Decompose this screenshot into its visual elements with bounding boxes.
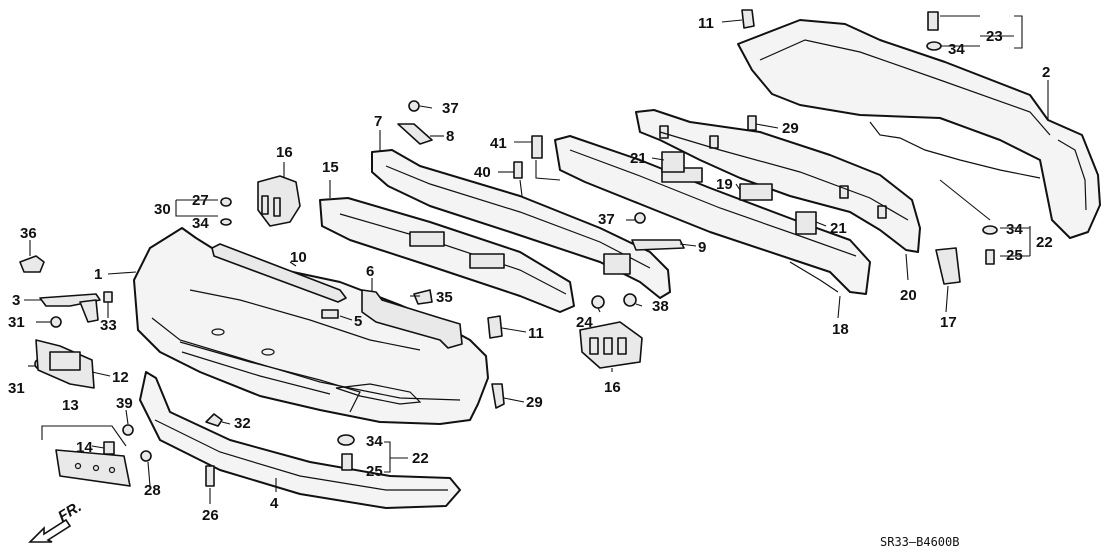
callout-29-rear: 29 xyxy=(782,120,799,137)
callout-40: 40 xyxy=(474,164,491,181)
callout-3: 3 xyxy=(12,292,20,309)
front-beam xyxy=(371,149,671,299)
callout-14: 14 xyxy=(76,439,93,456)
callout-18: 18 xyxy=(832,321,849,338)
callout-19: 19 xyxy=(716,176,733,193)
small-parts xyxy=(19,9,998,487)
callout-15: 15 xyxy=(322,159,339,176)
callout-34-right: 34 xyxy=(1006,221,1023,238)
callout-29-front: 29 xyxy=(526,394,543,411)
diagram-code: SR33–B4600B xyxy=(880,535,959,549)
front-spoiler xyxy=(139,371,461,509)
callout-31-lower: 31 xyxy=(8,380,25,397)
callout-38: 38 xyxy=(652,298,669,315)
callout-labels: 1 2 3 4 5 6 7 8 9 10 11 11 12 13 14 15 1… xyxy=(8,15,1053,524)
callout-11-rear: 11 xyxy=(698,15,714,32)
callout-23: 23 xyxy=(986,28,1003,45)
callout-33: 33 xyxy=(100,317,117,334)
callout-20: 20 xyxy=(900,287,917,304)
callout-12: 12 xyxy=(112,369,129,386)
front-direction-label: FR. xyxy=(55,498,85,525)
callout-10: 10 xyxy=(290,249,307,266)
callout-25-front: 25 xyxy=(366,463,383,480)
callout-11-front: 11 xyxy=(528,325,544,342)
molding-strip xyxy=(211,243,347,303)
callout-37-top: 37 xyxy=(442,100,459,117)
callout-9: 9 xyxy=(698,239,706,256)
callout-6: 6 xyxy=(366,263,374,280)
callout-36: 36 xyxy=(20,225,37,242)
callout-25-rear: 25 xyxy=(1006,247,1023,264)
callout-41: 41 xyxy=(490,135,507,152)
callout-22-rear: 22 xyxy=(1036,234,1053,251)
callout-21-right: 21 xyxy=(830,220,847,237)
front-arrow-icon xyxy=(28,518,72,543)
rear-bumper-face xyxy=(737,19,1101,239)
front-direction-indicator: FR. xyxy=(28,498,85,543)
callout-13: 13 xyxy=(62,397,79,414)
callout-2: 2 xyxy=(1042,64,1050,81)
leader-lines xyxy=(24,15,1049,504)
callout-30: 30 xyxy=(154,201,171,218)
callout-4: 4 xyxy=(270,495,279,512)
callout-35: 35 xyxy=(436,289,453,306)
callout-26: 26 xyxy=(202,507,219,524)
callout-8: 8 xyxy=(446,128,454,145)
callout-5: 5 xyxy=(354,313,362,330)
absorber xyxy=(319,197,575,313)
callout-24: 24 xyxy=(576,314,593,331)
callout-16-lower: 16 xyxy=(604,379,621,396)
callout-34-left: 34 xyxy=(192,215,209,232)
callout-34-top: 34 xyxy=(948,41,965,58)
callout-37-middle: 37 xyxy=(598,211,615,228)
callout-39: 39 xyxy=(116,395,133,412)
callout-27: 27 xyxy=(192,192,209,209)
callout-31-upper: 31 xyxy=(8,314,25,331)
callout-32: 32 xyxy=(234,415,251,432)
callout-34-front: 34 xyxy=(366,433,383,450)
callout-17: 17 xyxy=(940,314,957,331)
front-bumper-face xyxy=(133,227,489,425)
callout-21-left: 21 xyxy=(630,150,647,167)
callout-16-upper: 16 xyxy=(276,144,293,161)
callout-22-front: 22 xyxy=(412,450,429,467)
callout-7: 7 xyxy=(374,113,382,130)
callout-28: 28 xyxy=(144,482,161,499)
callout-1: 1 xyxy=(94,266,102,283)
